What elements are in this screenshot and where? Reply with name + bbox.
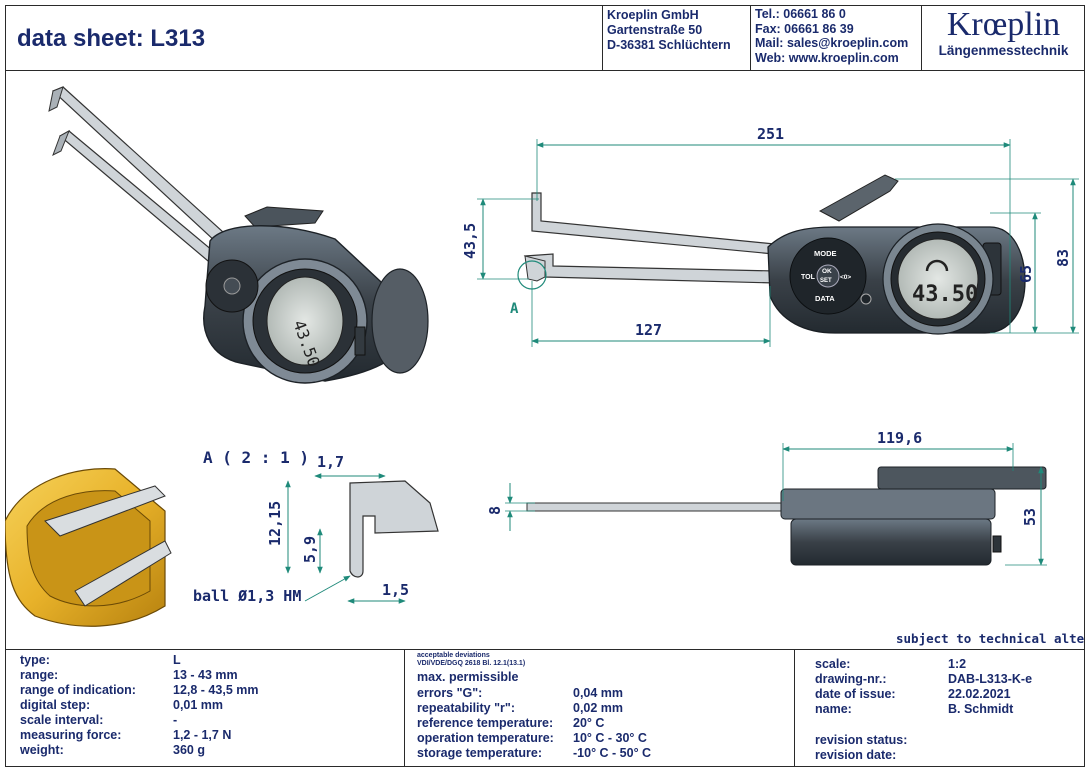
sheet-frame [5, 5, 1085, 767]
front-view: 43.50 MODE TOL OK SET <0> DATA 251 127 4… [461, 125, 1079, 347]
front-display-reading: 43.50 [912, 282, 978, 307]
deviation-value: 0,04 mm [573, 686, 624, 700]
spec-label: range of indication: [20, 683, 136, 697]
deviations-block: acceptable deviations VDI/VDE/DGQ 2618 B… [405, 650, 795, 767]
side-view: 119,6 53 8 [486, 429, 1047, 566]
spec-value: 13 - 43 mm [173, 668, 238, 682]
data-key-label: DATA [815, 294, 835, 303]
deviation-label: storage temperature: [417, 746, 543, 760]
spec-value: L [173, 653, 181, 667]
titleblock-label: date of issue: [815, 687, 896, 701]
spec-label: type: [20, 653, 50, 667]
titleblock: scale: 1:2 drawing-nr.: DAB-L313-K-e date of… [795, 650, 1085, 767]
company-contact: Tel.: 06661 86 0 Fax: 06661 86 39 Mail: … [750, 5, 921, 70]
deviation-label: reference temperature: [417, 716, 554, 730]
logo-wordmark: Krœplin [946, 6, 1061, 43]
dim-height-65: 65 [1017, 265, 1035, 283]
spec-value: 1,2 - 1,7 N [173, 728, 232, 742]
dev-heading-1: acceptable deviations [417, 652, 490, 659]
dim-height-83: 83 [1054, 249, 1072, 267]
company-street: Gartenstraße 50 [607, 23, 703, 37]
cutaway-view [4, 468, 172, 627]
spec-value: - [173, 713, 178, 727]
deviation-value: 10° C - 30° C [573, 731, 647, 745]
titleblock-label: name: [815, 702, 852, 716]
dim-tip-offset: 1,5 [382, 581, 409, 599]
contact-mail: Mail: sales@kroeplin.com [755, 36, 909, 50]
dim-ball: ball Ø1,3 HM [193, 587, 301, 605]
dim-jaw-length: 127 [635, 321, 662, 339]
dev-heading-3: max. permissible [417, 670, 519, 684]
deviation-label: repeatability "r": [417, 701, 515, 715]
titleblock-value: B. Schmidt [948, 702, 1014, 716]
detail-a-title: A ( 2 : 1 ) [203, 448, 309, 467]
dim-depth-top: 43,5 [461, 223, 479, 259]
drawing-area: 43.50 43.50 MODE TOL OK SET <0> DATA 251 [4, 71, 1092, 649]
alteration-note: subject to technical alterations [896, 631, 1085, 646]
dim-side-length: 119,6 [877, 429, 922, 447]
isometric-view: 43.50 [48, 86, 429, 384]
titleblock-value: 1:2 [948, 657, 967, 671]
dev-heading-2: VDI/VDE/DGQ 2618 Bl. 12.1(13.1) [417, 660, 526, 667]
company-address: Kroeplin GmbH Gartenstraße 50 D-36381 Sc… [602, 5, 750, 70]
contact-web: Web: www.kroeplin.com [755, 50, 899, 65]
titleblock-label: drawing-nr.: [815, 672, 887, 686]
header: data sheet: L313 Kroeplin GmbH Gartenstr… [5, 5, 1085, 71]
company-city: D-36381 Schlüchtern [607, 38, 731, 52]
titleblock-label: scale: [815, 657, 851, 671]
company-logo: Krœplin Längenmesstechnik [921, 5, 1085, 70]
dim-side-jaw: 8 [486, 506, 504, 515]
company-name: Kroeplin GmbH [607, 8, 699, 22]
dim-tip-height: 12,15 [266, 501, 284, 546]
spec-label: digital step: [20, 698, 91, 712]
detail-marker: A [510, 301, 519, 317]
deviation-value: 0,02 mm [573, 701, 624, 715]
deviation-label: errors "G": [417, 686, 483, 700]
titleblock-value: 22.02.2021 [948, 687, 1011, 701]
spec-label: range: [20, 668, 59, 682]
logo-subtitle: Längenmesstechnik [938, 43, 1069, 58]
contact-fax: Fax: 06661 86 39 [755, 21, 854, 36]
tol-key-label: TOL [801, 274, 816, 281]
mode-key-label: MODE [814, 249, 837, 258]
spec-value: 12,8 - 43,5 mm [173, 683, 259, 697]
dim-tip-width: 1,7 [317, 453, 344, 471]
deviation-value: 20° C [573, 716, 605, 730]
titleblock-value: DAB-L313-K-e [948, 672, 1033, 686]
ok-key-label: OK [822, 268, 832, 275]
revision-status: revision status: [815, 733, 908, 747]
spec-value: 360 g [173, 743, 205, 757]
detail-a-view: A ( 2 : 1 ) 1,7 12,15 5,9 1,5 ball Ø1,3 … [193, 448, 439, 605]
spec-label: weight: [20, 743, 64, 757]
dim-side-height: 53 [1021, 508, 1039, 526]
deviation-value: -10° C - 50° C [573, 746, 652, 760]
spec-label: scale interval: [20, 713, 104, 727]
revision-date: revision date: [815, 748, 897, 762]
deviation-label: operation temperature: [417, 731, 554, 745]
spec-value: 0,01 mm [173, 698, 224, 712]
set-key-label: SET [820, 278, 832, 284]
contact-tel: Tel.: 06661 86 0 [755, 7, 846, 21]
spec-label: measuring force: [20, 728, 122, 742]
dim-overall-length: 251 [757, 125, 784, 143]
page-title: data sheet: L313 [17, 25, 206, 52]
zero-key-label: <0> [840, 274, 851, 281]
dim-ball-height: 5,9 [301, 536, 319, 563]
